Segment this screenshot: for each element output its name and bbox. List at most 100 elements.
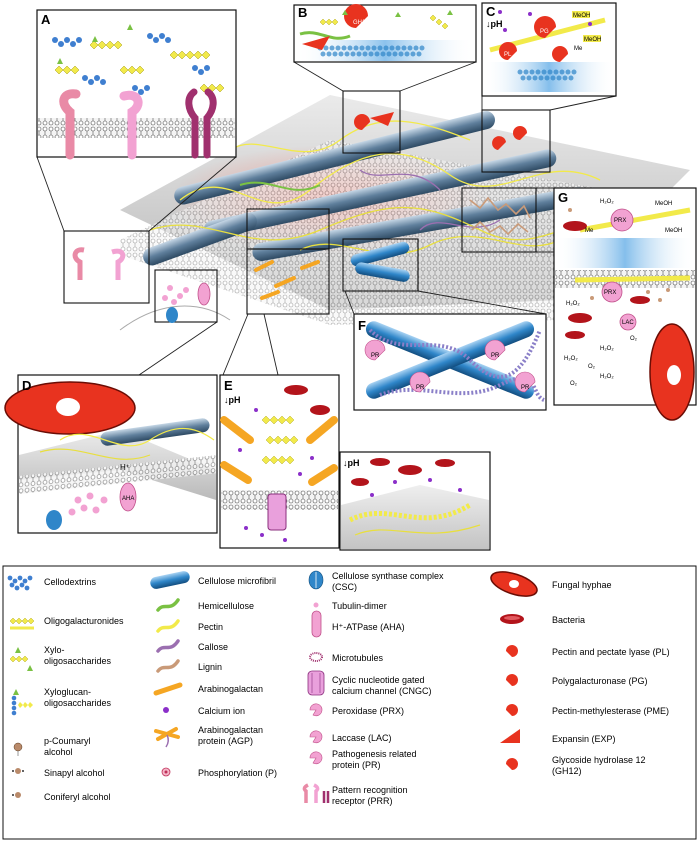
hemicellulose-icon (156, 598, 180, 612)
lac-icon (619, 313, 637, 331)
legend-item-xyloglucan-oligosaccharides: Xyloglucan-oligosaccharides (11, 687, 112, 716)
pr-label-4: PR (521, 385, 530, 391)
aha-icon (311, 610, 322, 638)
panel-e2-ph: ↓pH (343, 458, 360, 468)
legend-item-phosphorylation: Phosphorylation (P) (161, 767, 277, 778)
legend-item-oligogalacturonides: Oligogalacturonides (9, 616, 124, 630)
p-coumaryl-alcohol-icon (13, 742, 23, 756)
legend-item-fungal-hyphae: Fungal hyphae (490, 571, 612, 597)
meoh-label-2: MeOH (584, 37, 601, 43)
legend-label-cellodextrins: Cellodextrins (44, 577, 97, 587)
cngc-channel (267, 493, 287, 531)
panel-a-letter: A (41, 12, 51, 27)
panel-c-ph: ↓pH (486, 19, 503, 29)
legend-items: CellodextrinsOligogalacturonidesXylo-oli… (7, 570, 670, 806)
lignin-icon (156, 659, 180, 673)
o2-g-2: O₂ (570, 381, 578, 387)
bacteria-icon (500, 614, 524, 624)
prx-icon (309, 703, 323, 717)
legend-label-xyloglucan-oligosaccharides: Xyloglucan-oligosaccharides (44, 687, 112, 708)
legend-item-microtubules: Microtubules (309, 652, 384, 663)
panel-f-letter: F (358, 318, 366, 333)
pme-icon (552, 46, 568, 62)
aha-label-d: AHA (122, 496, 134, 502)
cellodextrins-icon (7, 575, 33, 591)
expansin-icon (302, 36, 330, 50)
agp-icon (154, 727, 180, 748)
exp-icon (500, 729, 520, 743)
legend-label-gh12: Glycoside hydrolase 12(GH12) (552, 755, 646, 776)
legend-label-pme: Pectin-methylesterase (PME) (552, 706, 669, 716)
legend-item-pectin: Pectin (156, 619, 223, 633)
lac-label: LAC (622, 320, 634, 326)
legend-item-lignin: Lignin (156, 659, 222, 673)
xyloglucan-oligosaccharides-icon (11, 689, 33, 716)
prx-icon-1 (610, 208, 634, 232)
gh12-label: GH12 (353, 20, 369, 26)
legend-item-hemicellulose: Hemicellulose (156, 598, 254, 612)
legend-item-pg: Polygalacturonase (PG) (506, 674, 648, 686)
prx-icon-2 (601, 281, 623, 303)
me-label-c: Me (574, 46, 583, 52)
lac-icon (309, 730, 323, 744)
xylo-oligosaccharides-icon (9, 647, 33, 671)
h2o2-g-4: H₂O₂ (564, 356, 578, 362)
h2o2-g-5: H₂O₂ (600, 374, 614, 380)
legend-item-exp: Expansin (EXP) (500, 729, 616, 744)
central-cell-wall-scene (119, 95, 690, 331)
legend-label-sinapyl-alcohol: Sinapyl alcohol (44, 768, 105, 778)
gh12-icon (344, 4, 368, 28)
panel-e-letter: E (224, 378, 233, 393)
panel-e-sub: ↓pH (339, 451, 491, 551)
legend-item-cellulose-microfibril: Cellulose microfibril (150, 571, 276, 589)
legend-label-aha: H⁺-ATPase (AHA) (332, 622, 405, 632)
pectin-icon (156, 619, 180, 633)
pl-label: PL (504, 52, 512, 58)
arabinogalactan-icon (153, 682, 183, 696)
legend-label-pectin: Pectin (198, 622, 223, 632)
legend-label-lac: Laccase (LAC) (332, 733, 392, 743)
legend-label-bacteria: Bacteria (552, 615, 585, 625)
legend-item-pme: Pectin-methylesterase (PME) (506, 704, 669, 716)
main-box-contents (72, 112, 531, 323)
panel-f: F PR PR PR PR (353, 313, 547, 411)
legend-label-calcium-ion: Calcium ion (198, 706, 245, 716)
pr-icon (309, 751, 323, 765)
panel-c-letter: C (486, 4, 496, 19)
panel-c: C ↓pH PG PL MeOH MeOH Me (481, 2, 617, 97)
legend-item-coniferyl-alcohol: Coniferyl alcohol (12, 792, 111, 802)
legend-label-pl: Pectin and pectate lyase (PL) (552, 647, 670, 657)
microtubules-icon (309, 652, 323, 662)
legend-item-calcium-ion: Calcium ion (163, 706, 245, 716)
calcium-ion-icon (163, 707, 169, 713)
pr-label-1: PR (371, 353, 380, 359)
tubulin-dimer-icon (313, 602, 319, 608)
legend-item-prx: Peroxidase (PRX) (309, 703, 404, 717)
oligogalacturonides-icon (9, 617, 35, 630)
pr-proteins: PR PR PR PR (364, 339, 536, 393)
h2o2-g-2: H₂O₂ (566, 301, 580, 307)
legend-item-tubulin-dimer: Tubulin-dimer (313, 601, 387, 611)
legend-item-gh12: Glycoside hydrolase 12(GH12) (506, 755, 646, 776)
legend-item-pl: Pectin and pectate lyase (PL) (506, 645, 670, 657)
legend-item-bacteria: Bacteria (500, 614, 585, 625)
legend-label-fungal-hyphae: Fungal hyphae (552, 580, 612, 590)
callose-icon (156, 639, 180, 653)
legend-item-xylo-oligosaccharides: Xylo-oligosaccharides (9, 645, 112, 671)
legend-label-arabinogalactan: Arabinogalactan (198, 684, 263, 694)
panel-g: G PRX PRX LAC H₂O₂ H₂O₂ H₂O₂ H₂O₂ H₂O₂ O… (553, 187, 697, 421)
o2-g-3: O₂ (630, 336, 638, 342)
pg-icon (506, 674, 518, 686)
o2-g-1: O₂ (588, 364, 596, 370)
panel-e-ph: ↓pH (224, 395, 241, 405)
cellulose-microfibril-icon (150, 571, 190, 589)
legend-item-callose: Callose (156, 639, 228, 653)
panel-b-letter: B (298, 5, 307, 20)
legend-label-microtubules: Microtubules (332, 653, 384, 663)
